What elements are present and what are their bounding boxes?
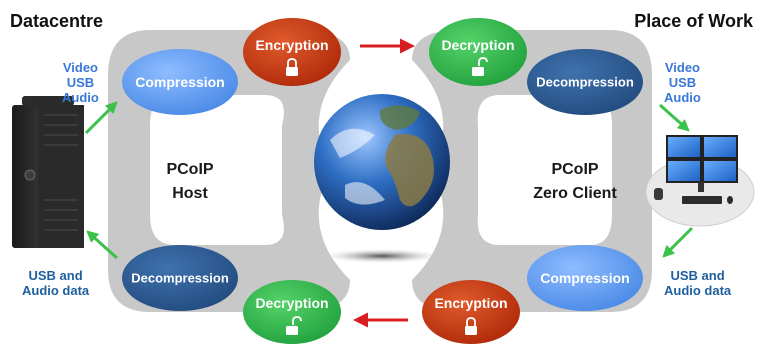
pcoip-client-line-1: PCoIP <box>551 161 599 178</box>
pcoip-host-label: PCoIP Host <box>162 158 218 206</box>
host-compression-node <box>122 49 238 115</box>
tower-server-icon <box>12 96 84 248</box>
client-compression-node <box>527 245 643 311</box>
host-ring <box>108 30 350 312</box>
datacentre-output-line-1: Video <box>62 60 98 75</box>
flow-arrow-workstation-in <box>659 103 690 132</box>
host-compression-label: Compression <box>135 74 225 90</box>
monitor-top-left <box>666 135 702 159</box>
globe-africa <box>385 134 434 207</box>
locked-padlock-icon <box>465 317 477 335</box>
host-encryption-label: Encryption <box>255 37 329 53</box>
host-decryption-label: Decryption <box>255 295 329 311</box>
client-ring <box>412 30 652 312</box>
datacentre-input-line-2: Audio data <box>22 283 90 298</box>
flow-arrow-workstation-out <box>662 226 694 258</box>
host-decryption-node <box>243 280 341 344</box>
mouse <box>727 196 733 204</box>
monitor-top-right <box>702 135 738 159</box>
client-decryption-node <box>429 18 527 86</box>
server-front-panel <box>38 105 84 248</box>
keyboard <box>682 196 722 204</box>
client-encryption-node <box>422 280 520 344</box>
work-input-line-2: USB <box>668 75 697 90</box>
work-input-line-3: Audio <box>664 90 701 105</box>
monitor-bottom-left <box>666 159 702 183</box>
flow-arrow-server-in <box>86 230 119 260</box>
locked-padlock-icon <box>286 58 298 76</box>
datacentre-input-label: USB and Audio data <box>22 268 89 298</box>
chair-back <box>654 188 663 200</box>
datacentre-output-line-2: USB <box>66 75 95 90</box>
server-logo <box>24 169 36 181</box>
monitor-stand <box>698 182 704 192</box>
client-decompression-label: Decompression <box>536 74 634 90</box>
client-decryption-label: Decryption <box>441 37 515 53</box>
work-input-label: Video USB Audio <box>664 60 701 105</box>
pcoip-client-line-2: Zero Client <box>533 185 617 202</box>
unlocked-padlock-icon <box>472 57 488 76</box>
work-output-line-2: Audio data <box>664 283 732 298</box>
flow-arrow-server-out <box>84 101 118 135</box>
client-encryption-label: Encryption <box>434 295 508 311</box>
client-compression-label: Compression <box>540 270 630 286</box>
server-vents <box>44 114 78 231</box>
multi-monitor-workstation-icon <box>645 135 755 227</box>
pcoip-zero-client-label: PCoIP Zero Client <box>520 158 630 206</box>
datacentre-output-label: Video USB Audio <box>62 60 99 105</box>
datacentre-input-line-1: USB and <box>28 268 83 283</box>
host-encryption-node <box>243 18 341 86</box>
host-decompression-label: Decompression <box>131 270 229 286</box>
globe-europe <box>379 105 420 130</box>
place-of-work-heading: Place of Work <box>634 11 753 31</box>
earth-globe-icon <box>314 94 450 263</box>
unlocked-padlock-icon <box>286 316 302 335</box>
client-decompression-node <box>527 49 643 115</box>
host-decompression-node <box>122 245 238 311</box>
monitor-bottom-right <box>702 159 738 183</box>
datacentre-heading: Datacentre <box>10 11 104 31</box>
pcoip-host-line-1: PCoIP <box>166 161 214 178</box>
globe-clouds <box>330 128 385 205</box>
server-handle <box>22 96 74 106</box>
pcoip-host-line-2: Host <box>172 185 208 202</box>
datacentre-output-line-3: Audio <box>62 90 99 105</box>
work-input-line-1: Video <box>664 60 700 75</box>
globe-shadow <box>324 249 440 263</box>
work-output-line-1: USB and <box>670 268 725 283</box>
work-output-label: USB and Audio data <box>664 268 731 298</box>
